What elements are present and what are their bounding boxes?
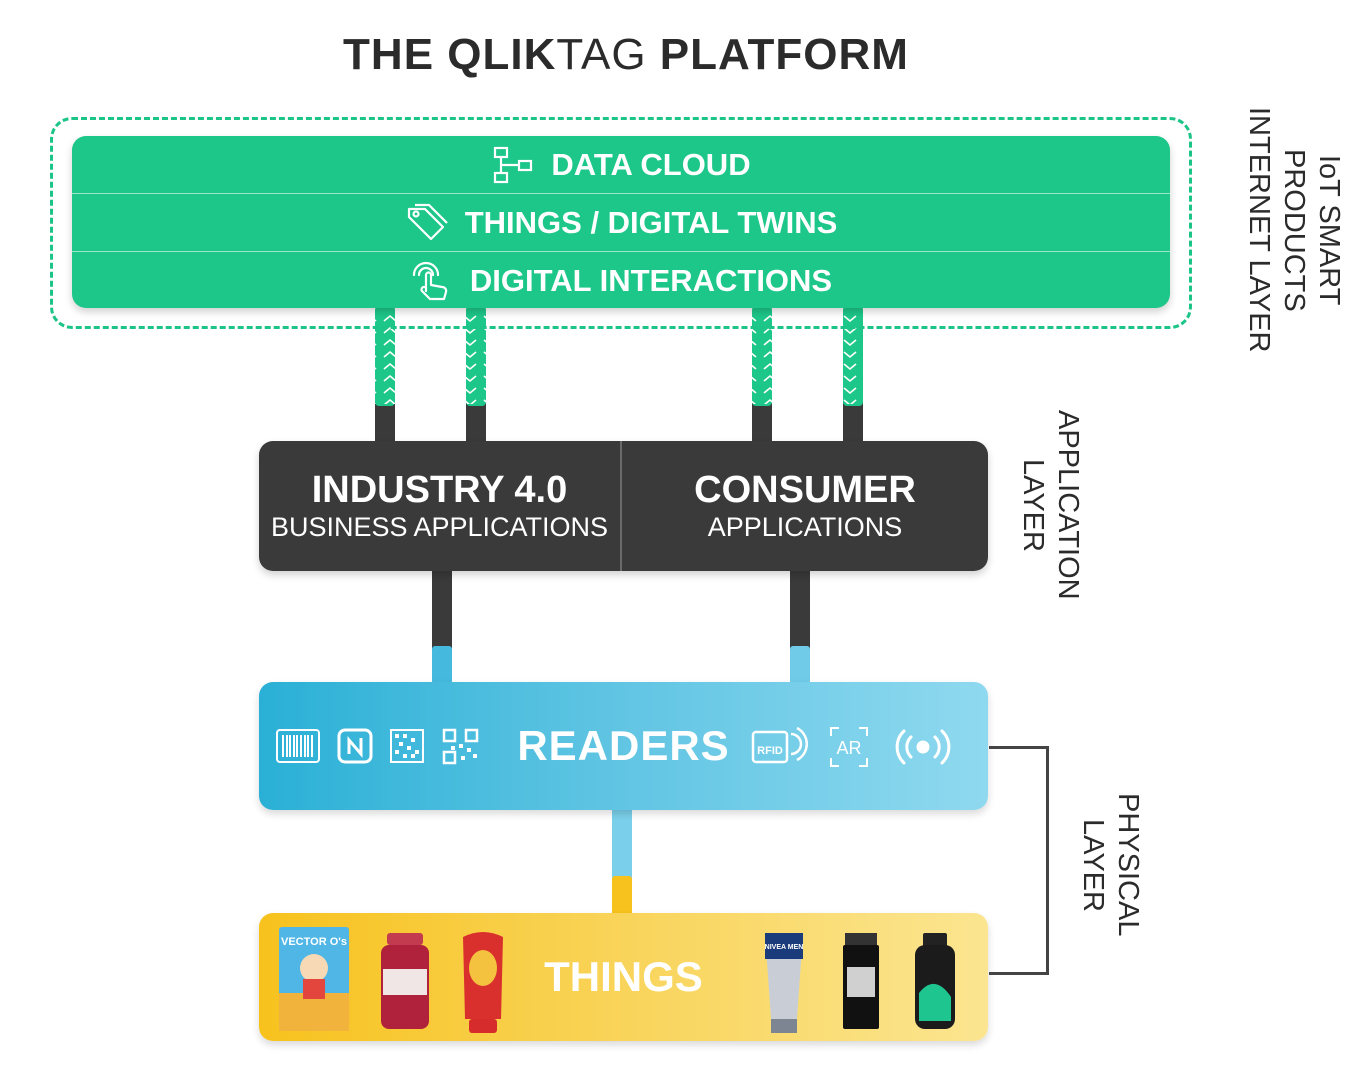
things-panel: THINGS VECTOR O's NIVEA MEN xyxy=(259,913,988,1041)
cloud-row-label: THINGS / DIGITAL TWINS xyxy=(464,204,838,240)
svg-text:AR: AR xyxy=(836,738,861,758)
body-spray-bottle-image xyxy=(915,933,955,1029)
cloud-row-things: THINGS / DIGITAL TWINS xyxy=(72,194,1170,251)
connector-2-dark xyxy=(466,402,486,442)
diagram-title: THE QLIKTAG PLATFORM xyxy=(343,30,909,79)
barcode-icon xyxy=(276,729,320,763)
physical-label-line1: PHYSICAL xyxy=(1112,793,1144,937)
readers-panel: READERS xyxy=(259,682,988,810)
product-images: VECTOR O's NIVEA MEN xyxy=(279,927,955,1033)
iot-layer-frame xyxy=(50,117,1192,329)
physical-layer-label: PHYSICAL LAYER xyxy=(1065,770,1145,960)
jam-jar-image xyxy=(381,933,429,1029)
rfid-icon: RFID xyxy=(751,726,808,764)
app-label-line2: LAYER xyxy=(1017,458,1049,552)
iot-label-line3: INTERNET LAYER xyxy=(1243,107,1275,353)
svg-text:VECTOR O's: VECTOR O's xyxy=(281,936,347,948)
readers-label: READERS xyxy=(517,722,730,769)
cloud-row-data-cloud: DATA CLOUD xyxy=(72,136,1170,193)
connector-7-blue xyxy=(612,808,632,884)
tag-icon xyxy=(407,203,448,240)
iot-label-line1: IoT SMART xyxy=(1313,154,1345,306)
iot-cloud-panel: DATA CLOUD THINGS / DIGITAL TWINS DIGITA… xyxy=(72,136,1170,308)
application-layer-label: APPLICATION LAYER xyxy=(1005,400,1085,610)
iot-label-line2: PRODUCTS xyxy=(1278,148,1310,312)
cereal-box-image: VECTOR O's xyxy=(279,927,349,1031)
things-label: THINGS xyxy=(544,953,703,1000)
industry-sub: BUSINESS APPLICATIONS xyxy=(270,512,609,542)
cloud-row-interactions: DIGITAL INTERACTIONS xyxy=(72,252,1170,309)
flowchart-icon xyxy=(494,146,533,183)
consumer-sub: APPLICATIONS xyxy=(707,512,903,542)
cloud-row-label: DATA CLOUD xyxy=(551,146,751,182)
beacon-icon xyxy=(895,729,951,765)
nfc-icon xyxy=(337,728,373,764)
cream-bottle-image xyxy=(843,933,879,1029)
connector-1-dark xyxy=(375,402,395,442)
consumer-heading: CONSUMER xyxy=(694,469,916,511)
reader-icons: RFID AR xyxy=(276,726,951,767)
ar-icon: AR xyxy=(830,727,868,767)
connector-7-yellow xyxy=(612,876,632,916)
connector-6-dark xyxy=(790,568,810,650)
connector-5-blue xyxy=(432,646,452,684)
cloud-row-label: DIGITAL INTERACTIONS xyxy=(469,262,833,298)
connector-5-dark xyxy=(432,568,452,650)
datamatrix-icon xyxy=(390,729,424,763)
app-divider xyxy=(620,441,622,571)
industry-apps: INDUSTRY 4.0 BUSINESS APPLICATIONS xyxy=(259,441,620,571)
connector-6-blue xyxy=(790,646,810,684)
industry-heading: INDUSTRY 4.0 xyxy=(311,469,568,511)
physical-layer-bracket xyxy=(989,746,1049,975)
svg-text:RFID: RFID xyxy=(757,745,783,757)
iot-layer-label: IoT SMART PRODUCTS INTERNET LAYER xyxy=(1226,100,1346,360)
application-layer-panel: INDUSTRY 4.0 BUSINESS APPLICATIONS CONSU… xyxy=(259,441,988,571)
connector-4-dark xyxy=(843,402,863,442)
app-label-line1: APPLICATION xyxy=(1052,410,1084,600)
qr-code-icon xyxy=(442,728,479,765)
physical-label-line2: LAYER xyxy=(1077,818,1109,912)
face-wash-tube-image: NIVEA MEN xyxy=(765,933,804,1033)
consumer-apps: CONSUMER APPLICATIONS xyxy=(622,441,988,571)
touch-icon xyxy=(412,261,448,300)
ketchup-bottle-image xyxy=(463,932,503,1033)
connector-3-dark xyxy=(752,402,772,442)
svg-text:NIVEA MEN: NIVEA MEN xyxy=(765,944,804,951)
